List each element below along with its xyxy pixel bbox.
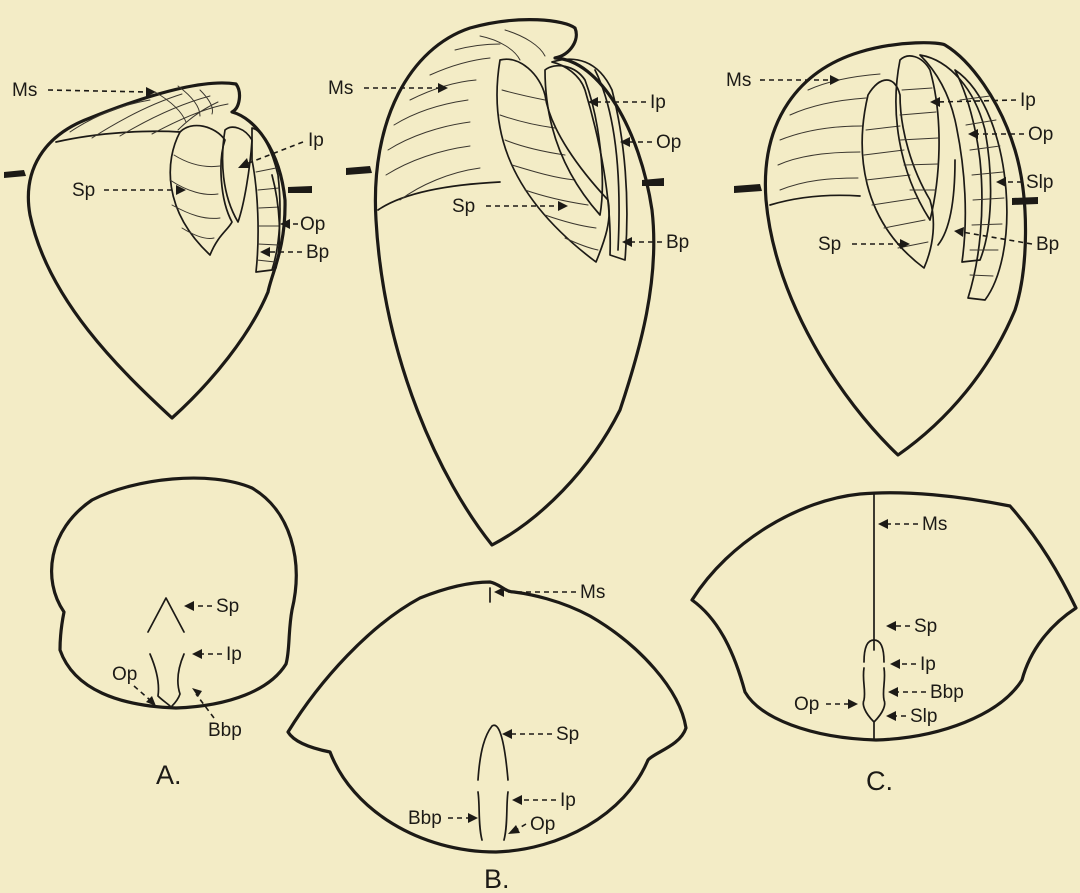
section-b-ip: Ip (560, 790, 576, 811)
figure-b-section-outline (288, 582, 686, 852)
label-c-ip: Ip (1020, 90, 1036, 111)
section-c-slp: Slp (910, 706, 937, 727)
figure-b-section (288, 582, 686, 852)
figure-a-right-pointer (288, 186, 312, 193)
section-a-ip: Ip (226, 644, 242, 665)
label-b-op: Op (656, 132, 681, 153)
figure-c-side-labels: Ms Ip Op Slp Sp Bp (726, 70, 1059, 255)
figure-c-right-pointer (1012, 197, 1038, 205)
figure-a-somatic-plate-hatching (170, 155, 220, 239)
section-c-ms: Ms (922, 514, 947, 535)
caption-c: C. (866, 766, 893, 796)
figure-a-boundary-line (56, 131, 180, 142)
section-c-ip: Ip (920, 654, 936, 675)
figure-a-basal-plate-hatching (256, 168, 280, 262)
figure-b-outer-plate-line (595, 70, 619, 250)
figure-b-mesoderm-hatching (386, 30, 545, 200)
figure-b-inner-plate (545, 66, 602, 215)
label-c-bp: Bp (1036, 234, 1059, 255)
figure-a-section (52, 478, 297, 708)
figure-b-side-view (346, 20, 664, 545)
figure-b-somatic-plate (497, 59, 609, 262)
figure-a-section-groove (148, 598, 184, 706)
label-b-sp: Sp (452, 196, 475, 217)
section-b-bbp: Bbp (408, 808, 442, 829)
figure-b-section-labels: Ms Sp Ip Bbp Op B. (408, 582, 605, 893)
label-c-slp: Slp (1026, 172, 1053, 193)
section-a-sp: Sp (216, 596, 239, 617)
label-a-op: Op (300, 214, 325, 235)
figure-c-splanchnic-plate (955, 70, 1007, 300)
caption-a: A. (156, 760, 182, 790)
figure-b-side-labels: Ms Ip Op Sp Bp (328, 78, 689, 253)
section-a-op: Op (112, 664, 137, 685)
figure-c-left-pointer (734, 184, 762, 193)
section-c-op: Op (794, 694, 819, 715)
section-c-bbp: Bbp (930, 682, 964, 703)
figure-c-boundary-line (770, 195, 860, 205)
section-b-sp: Sp (556, 724, 579, 745)
label-b-bp: Bp (666, 232, 689, 253)
label-b-ms: Ms (328, 78, 353, 99)
section-a-bbp: Bbp (208, 720, 242, 741)
figure-c-section (692, 493, 1076, 740)
figure-a-left-pointer (4, 170, 26, 178)
label-c-sp: Sp (818, 234, 841, 255)
label-a-ms: Ms (12, 80, 37, 101)
label-c-ms: Ms (726, 70, 751, 91)
figure-c-basal-plate-line (938, 160, 955, 245)
caption-b: B. (484, 864, 510, 893)
figure-a-section-outline (52, 478, 297, 708)
section-b-ms: Ms (580, 582, 605, 603)
section-b-op: Op (530, 814, 555, 835)
figure-c-section-groove (863, 640, 884, 740)
figure-c-somatic-plate-hatching (864, 126, 928, 248)
label-c-op: Op (1028, 124, 1053, 145)
figure-c-section-labels: Ms Sp Ip Bbp Op Slp C. (794, 514, 964, 796)
figure-c-side-view (734, 43, 1038, 455)
figure-b-left-pointer (346, 166, 372, 175)
section-c-sp: Sp (914, 616, 937, 637)
label-b-ip: Ip (650, 92, 666, 113)
label-a-bp: Bp (306, 242, 329, 263)
figure-b-section-groove (478, 588, 508, 840)
label-a-sp: Sp (72, 180, 95, 201)
figure-c-somatic-plate (862, 80, 933, 268)
figure-b-boundary-line (378, 182, 500, 210)
label-a-ip: Ip (308, 130, 324, 151)
figure-a-section-labels: Sp Ip Op Bbp A. (112, 596, 242, 790)
figure-b-side-outline (375, 20, 653, 545)
